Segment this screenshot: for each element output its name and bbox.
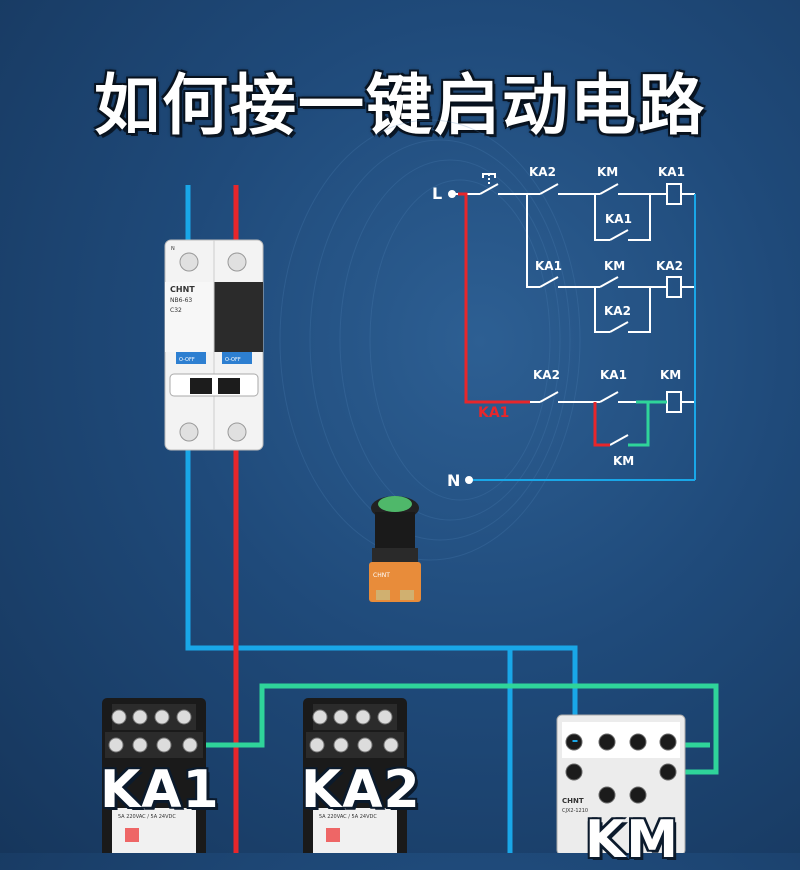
sch-r1-contact1: KA2 <box>529 165 556 179</box>
pushbutton-brand: CHNT <box>373 572 390 579</box>
breaker-pole-n: N <box>171 246 175 252</box>
sch-r3-contact2: KA1 <box>600 368 627 382</box>
breaker-model: NB6-63 <box>170 297 192 304</box>
sch-line-n: N <box>447 471 460 490</box>
km-brand: CHNT <box>562 797 584 805</box>
breaker-brand: CHNT <box>170 285 195 294</box>
sch-r2-contact1: KA1 <box>535 259 562 273</box>
km-label: KM <box>585 810 680 870</box>
sch-r1-hold: KA1 <box>605 212 632 226</box>
breaker-switch-left: O-OFF <box>179 357 195 363</box>
sch-r3-coil: KM <box>660 368 681 382</box>
schematic-control-path <box>628 400 667 447</box>
supply-wires <box>185 185 719 853</box>
sch-r2-contact2: KM <box>604 259 625 273</box>
ka2-label: KA2 <box>301 760 421 820</box>
relay-ka2: 5A 220VAC / 5A 24VDC <box>303 698 407 853</box>
sch-r3-wire-label: KA1 <box>478 405 509 421</box>
relay-ka1: 5A 220VAC / 5A 24VDC <box>102 698 206 853</box>
breaker-rating: C32 <box>170 307 182 314</box>
breaker-switch-right: O-OFF <box>225 357 241 363</box>
ka2-rating: 5A 220VAC / 5A 24VDC <box>319 814 377 820</box>
schematic <box>448 173 696 484</box>
ka1-rating: 5A 220VAC / 5A 24VDC <box>118 814 176 820</box>
background-swirl <box>279 119 581 561</box>
sch-line-l: L <box>432 184 442 203</box>
page-title: 如何接一键启动电路 <box>94 67 706 144</box>
sch-r2-coil: KA2 <box>656 259 683 273</box>
km-model: CJX2-1210 <box>562 808 588 814</box>
schematic-live-path <box>458 192 610 447</box>
push-button: CHNT <box>369 496 421 602</box>
ka1-label: KA1 <box>100 760 220 820</box>
sch-r3-contact1: KA2 <box>533 368 560 382</box>
sch-r1-contact2: KM <box>597 165 618 179</box>
sch-r1-coil: KA1 <box>658 165 685 179</box>
sch-r2-hold: KA2 <box>604 304 631 318</box>
contactor-km: CHNT CJX2-1210 <box>556 714 686 853</box>
circuit-breaker: N CHNT NB6-63 C32 O-OFF O-OFF <box>164 239 264 451</box>
sch-r3-hold: KM <box>613 454 634 468</box>
